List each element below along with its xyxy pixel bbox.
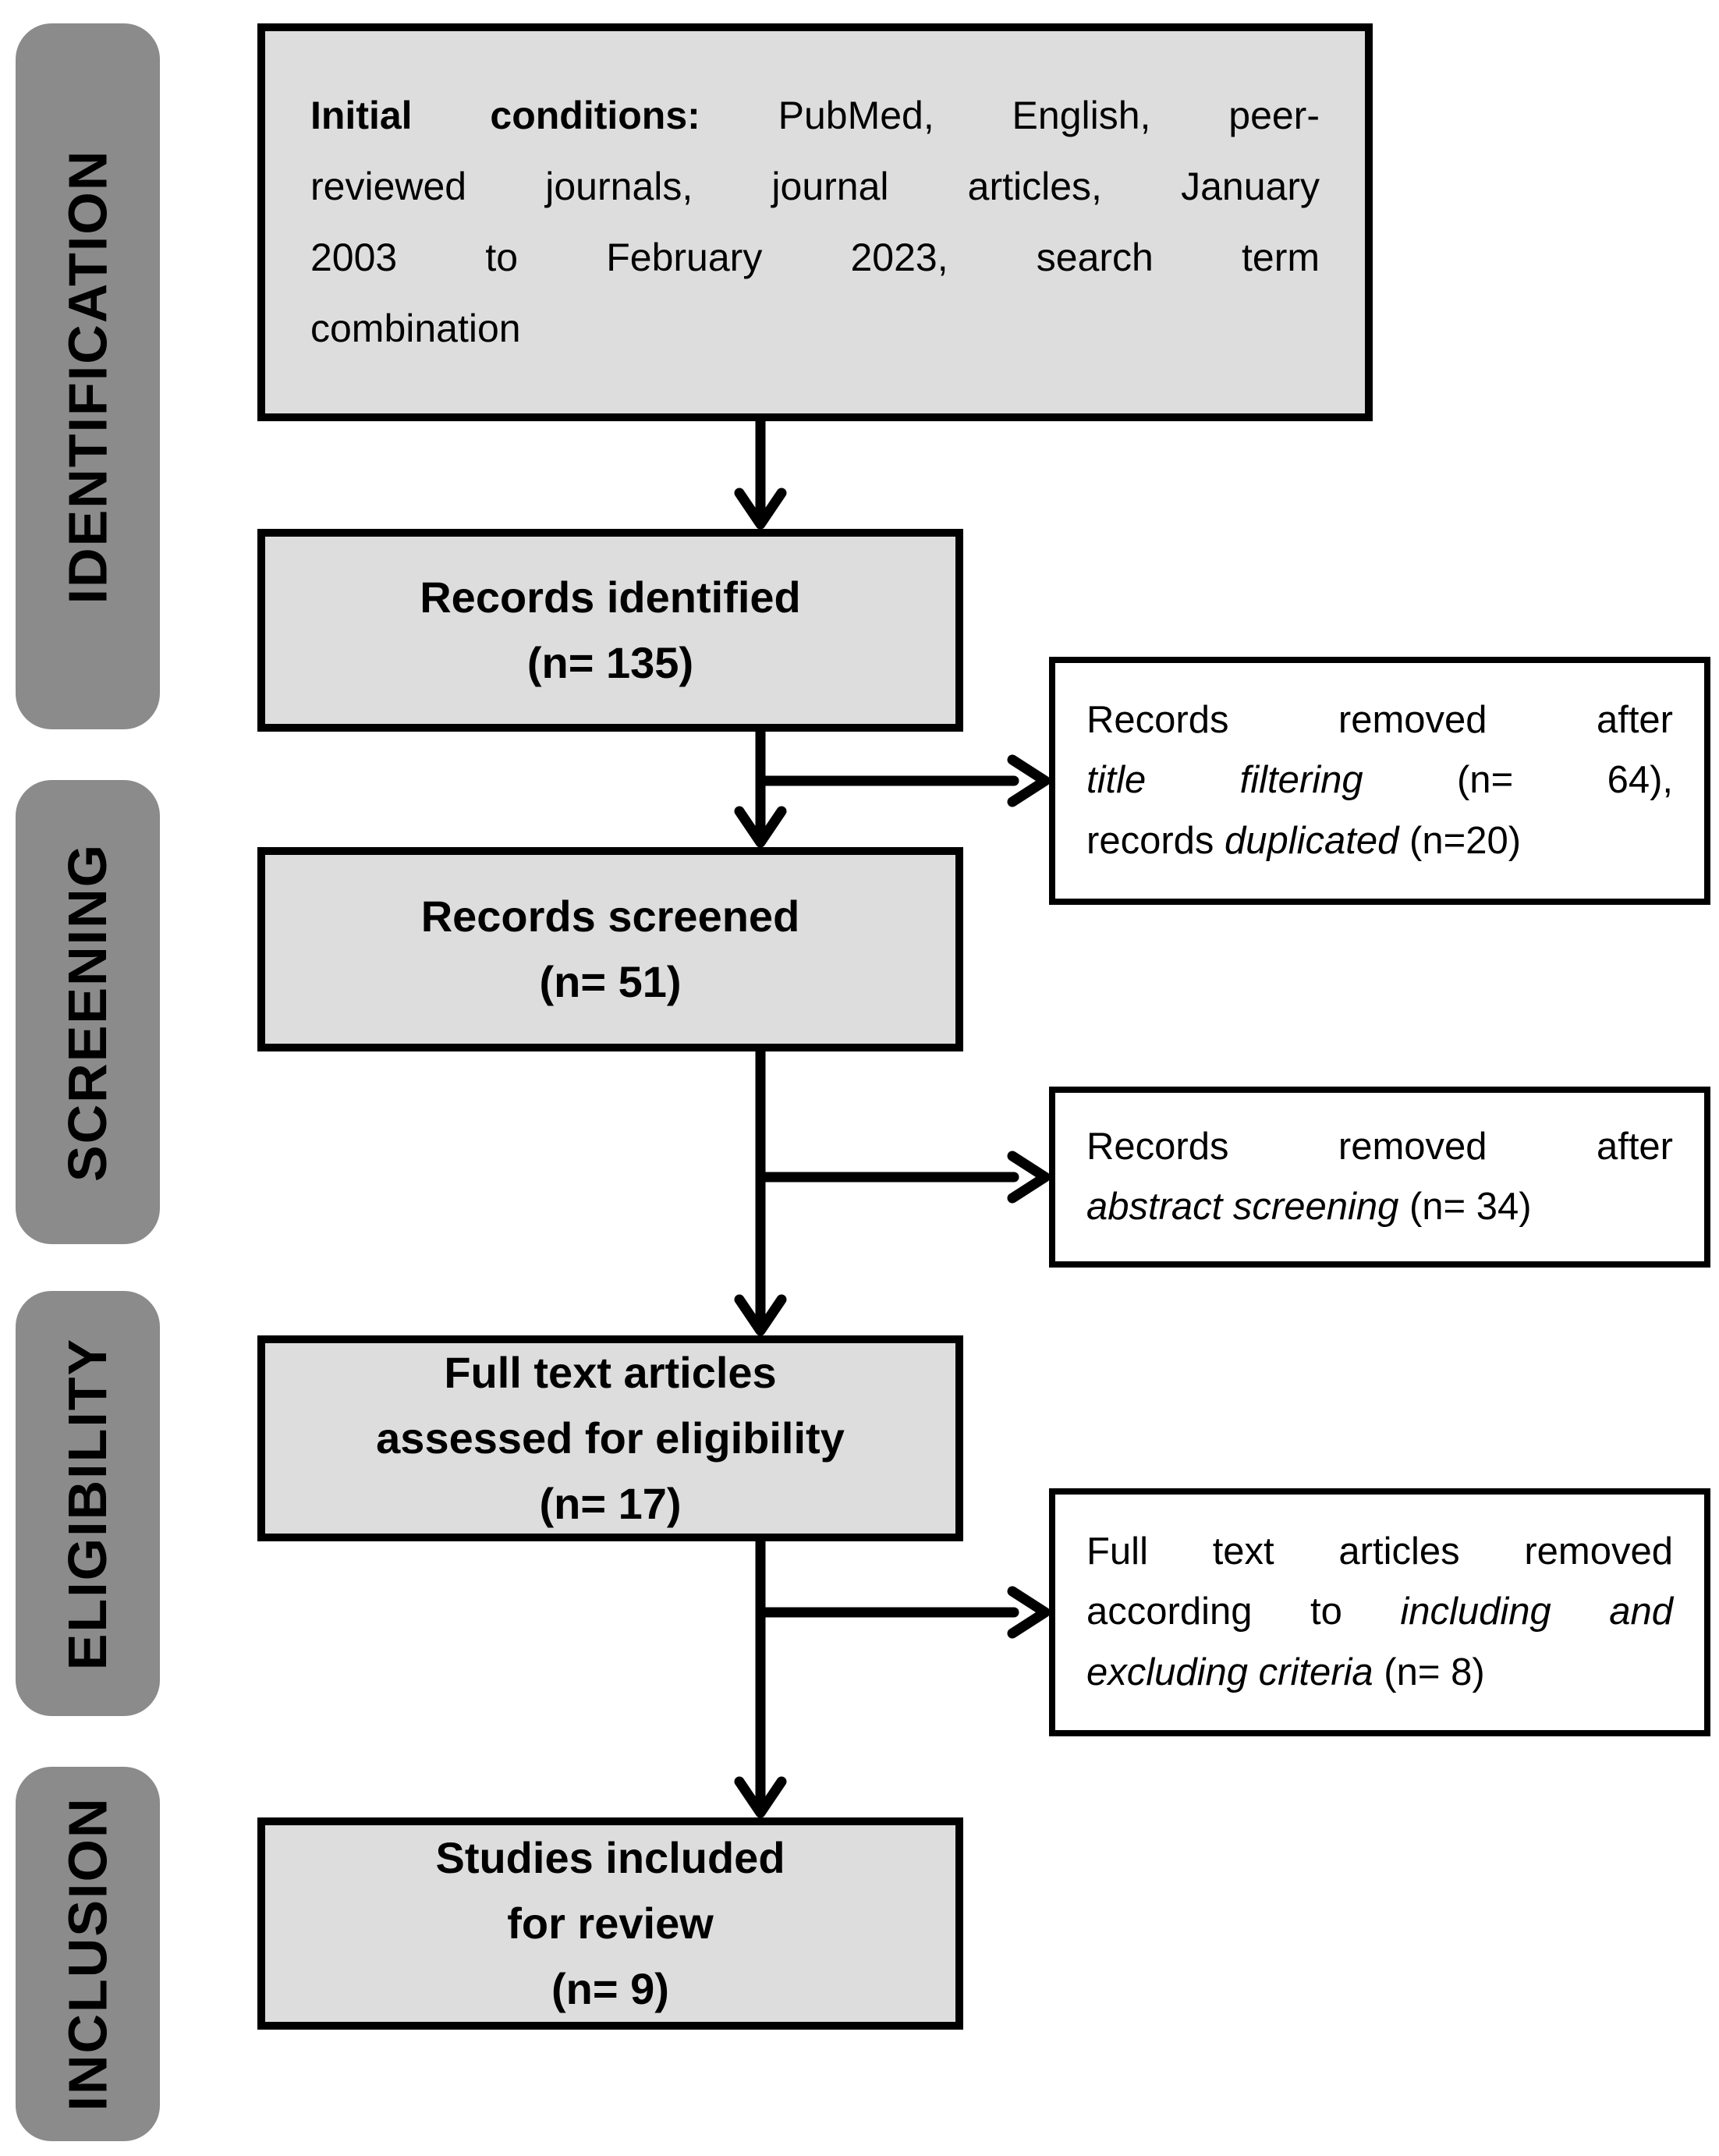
arrow-screened-to-fulltext [734, 1044, 787, 1336]
stage-eligibility: ELIGIBILITY [16, 1291, 160, 1716]
initial-conditions-box: Initial conditions: PubMed, English, pee… [257, 23, 1373, 421]
arrow-branch-to-criteria [755, 1586, 1051, 1639]
full-text-assessed-box: Full text articles assessed for eligibil… [257, 1335, 963, 1541]
studies-included-text: Studies included for review (n= 9) [435, 1833, 785, 2013]
records-identified-text: Records identified (n= 135) [420, 573, 801, 687]
arrow-branch-to-abstract-screening [755, 1151, 1051, 1204]
stage-inclusion: INCLUSION [16, 1767, 160, 2141]
arrow-branch-to-title-filtering [755, 754, 1051, 807]
arrow-identified-to-screened [734, 725, 787, 848]
stage-inclusion-label: INCLUSION [57, 1796, 119, 2112]
stage-screening: SCREENING [16, 780, 160, 1244]
stage-screening-label: SCREENING [57, 842, 119, 1182]
stage-identification-label: IDENTIFICATION [57, 149, 119, 604]
records-identified-box: Records identified (n= 135) [257, 529, 963, 732]
initial-conditions-text: Initial conditions: PubMed, English, pee… [310, 94, 1320, 350]
records-screened-box: Records screened (n= 51) [257, 847, 963, 1051]
stage-identification: IDENTIFICATION [16, 23, 160, 729]
stage-eligibility-label: ELIGIBILITY [57, 1337, 119, 1670]
arrow-initial-to-identified [734, 414, 787, 530]
studies-included-box: Studies included for review (n= 9) [257, 1817, 963, 2030]
arrow-fulltext-to-included [734, 1534, 787, 1818]
full-text-assessed-text: Full text articles assessed for eligibil… [376, 1348, 845, 1528]
records-screened-text: Records screened (n= 51) [420, 892, 800, 1006]
